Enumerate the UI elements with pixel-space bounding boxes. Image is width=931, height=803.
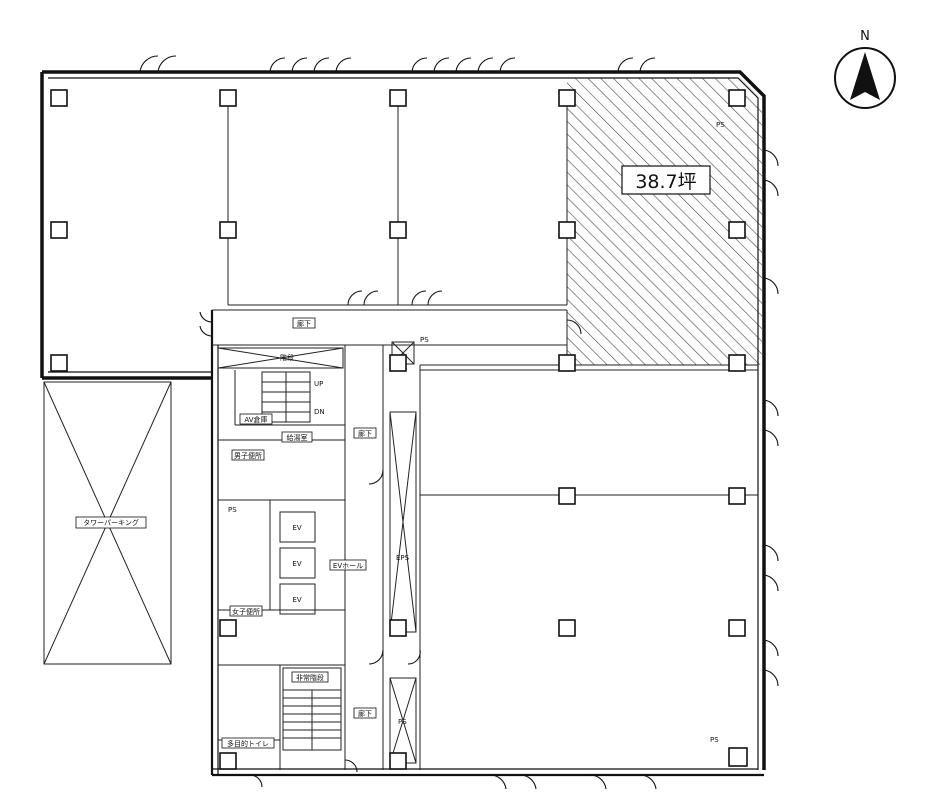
column xyxy=(219,221,237,239)
column xyxy=(389,354,407,372)
parking-label: タワーパーキング xyxy=(83,518,139,527)
compass-label: N xyxy=(860,29,870,44)
ev-label: EV xyxy=(292,524,301,532)
column xyxy=(558,487,576,505)
column xyxy=(728,354,746,372)
ev-hall-label: EVホール xyxy=(333,562,363,570)
column xyxy=(389,89,407,107)
corridor-label: 廊下 xyxy=(297,319,311,328)
partitions xyxy=(212,98,758,770)
mens-wc-label: 男子便所 xyxy=(234,451,262,460)
column xyxy=(219,752,237,770)
ps-label: PS xyxy=(228,506,237,514)
column xyxy=(50,89,68,107)
column xyxy=(728,221,746,239)
emergency-stairwell xyxy=(282,667,342,751)
column xyxy=(219,619,237,637)
column xyxy=(558,221,576,239)
corridor-label: 廊下 xyxy=(358,429,372,438)
column xyxy=(558,354,576,372)
north-arrow-icon xyxy=(850,52,880,100)
dn-label: DN xyxy=(314,408,325,416)
column xyxy=(389,619,407,637)
column xyxy=(50,354,68,372)
ev-label: EV xyxy=(292,560,301,568)
column xyxy=(728,619,746,637)
outer-walls xyxy=(40,70,766,777)
north-compass: N xyxy=(834,29,896,109)
column xyxy=(219,89,237,107)
column xyxy=(728,747,748,767)
corridor-label: 廊下 xyxy=(358,709,372,718)
stairs-label: 階段 xyxy=(280,353,294,362)
column xyxy=(728,487,746,505)
shafts xyxy=(389,341,417,764)
ev-label: EV xyxy=(292,596,301,604)
column xyxy=(389,752,407,770)
column xyxy=(50,221,68,239)
elevator-shafts xyxy=(279,511,316,615)
column xyxy=(389,221,407,239)
womens-wc-label: 女子便所 xyxy=(232,607,260,616)
column xyxy=(728,89,746,107)
emergency-stair-label: 非常階段 xyxy=(296,673,324,682)
ps-shaft-label: PS xyxy=(398,718,407,726)
main-stairwell xyxy=(217,347,344,423)
ps-label: PS xyxy=(710,736,719,744)
ps-label: PS xyxy=(420,336,429,344)
area-label: 38.7坪 xyxy=(635,171,696,193)
eps-label: EPS xyxy=(396,554,410,562)
column xyxy=(558,89,576,107)
ps-label: PS xyxy=(716,121,725,129)
area-label-box xyxy=(621,165,711,195)
up-label: UP xyxy=(314,380,323,388)
columns xyxy=(50,89,748,770)
column xyxy=(558,619,576,637)
doors xyxy=(139,55,779,790)
room-labels: 廊下 廊下 廊下 PS PS PS PS EPS PS 階段 UP DN AV倉… xyxy=(75,121,725,749)
disabled-wc-label: 多目的トイレ xyxy=(227,739,269,748)
kitchenette-label: 給湯室 xyxy=(287,433,308,442)
highlighted-area[interactable] xyxy=(567,78,762,365)
storage-label: AV倉庫 xyxy=(244,415,267,424)
